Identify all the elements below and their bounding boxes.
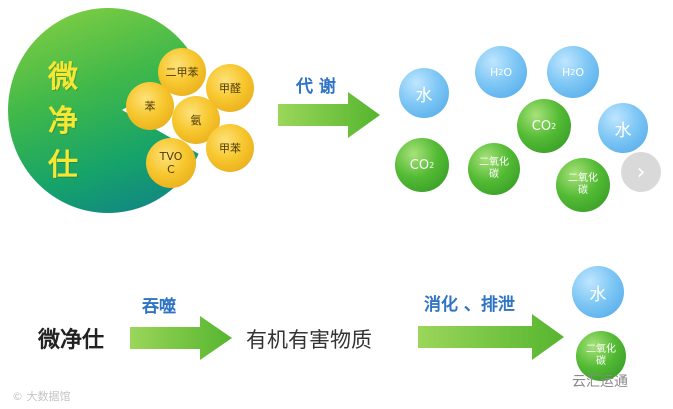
metabolism-arrow: [278, 92, 380, 138]
swallow-label: 吞噬: [142, 297, 176, 317]
co2-ball: 二氧化 碳: [556, 158, 610, 212]
watermark-left: © 大数据馆: [12, 390, 71, 403]
pac-char-3: 仕: [48, 148, 78, 183]
pac-char-2: 净: [48, 104, 78, 139]
bottom-subject: 微净仕: [38, 328, 105, 353]
watermark-right: 云汇运通: [572, 374, 628, 390]
co2-ball: 二氧化 碳: [468, 143, 520, 195]
water-ball: 水: [399, 68, 449, 118]
water-ball: 水: [572, 266, 624, 318]
pac-char-1: 微: [48, 60, 78, 95]
digest-label: 消化 、排泄: [424, 295, 515, 315]
digest-arrow: [418, 314, 564, 360]
swallow-arrow: [130, 316, 232, 360]
co2-ball: 二氧化 碳: [576, 331, 626, 381]
pollutant-ball: TVO C: [146, 138, 196, 188]
bottom-object: 有机有害物质: [246, 328, 372, 352]
next-slide-button[interactable]: ›: [621, 152, 661, 192]
metabolism-label: 代 谢: [296, 77, 336, 97]
pollutant-ball: 苯: [126, 82, 174, 130]
water-ball: 水: [598, 103, 648, 153]
pollutant-ball: 甲苯: [206, 124, 254, 172]
